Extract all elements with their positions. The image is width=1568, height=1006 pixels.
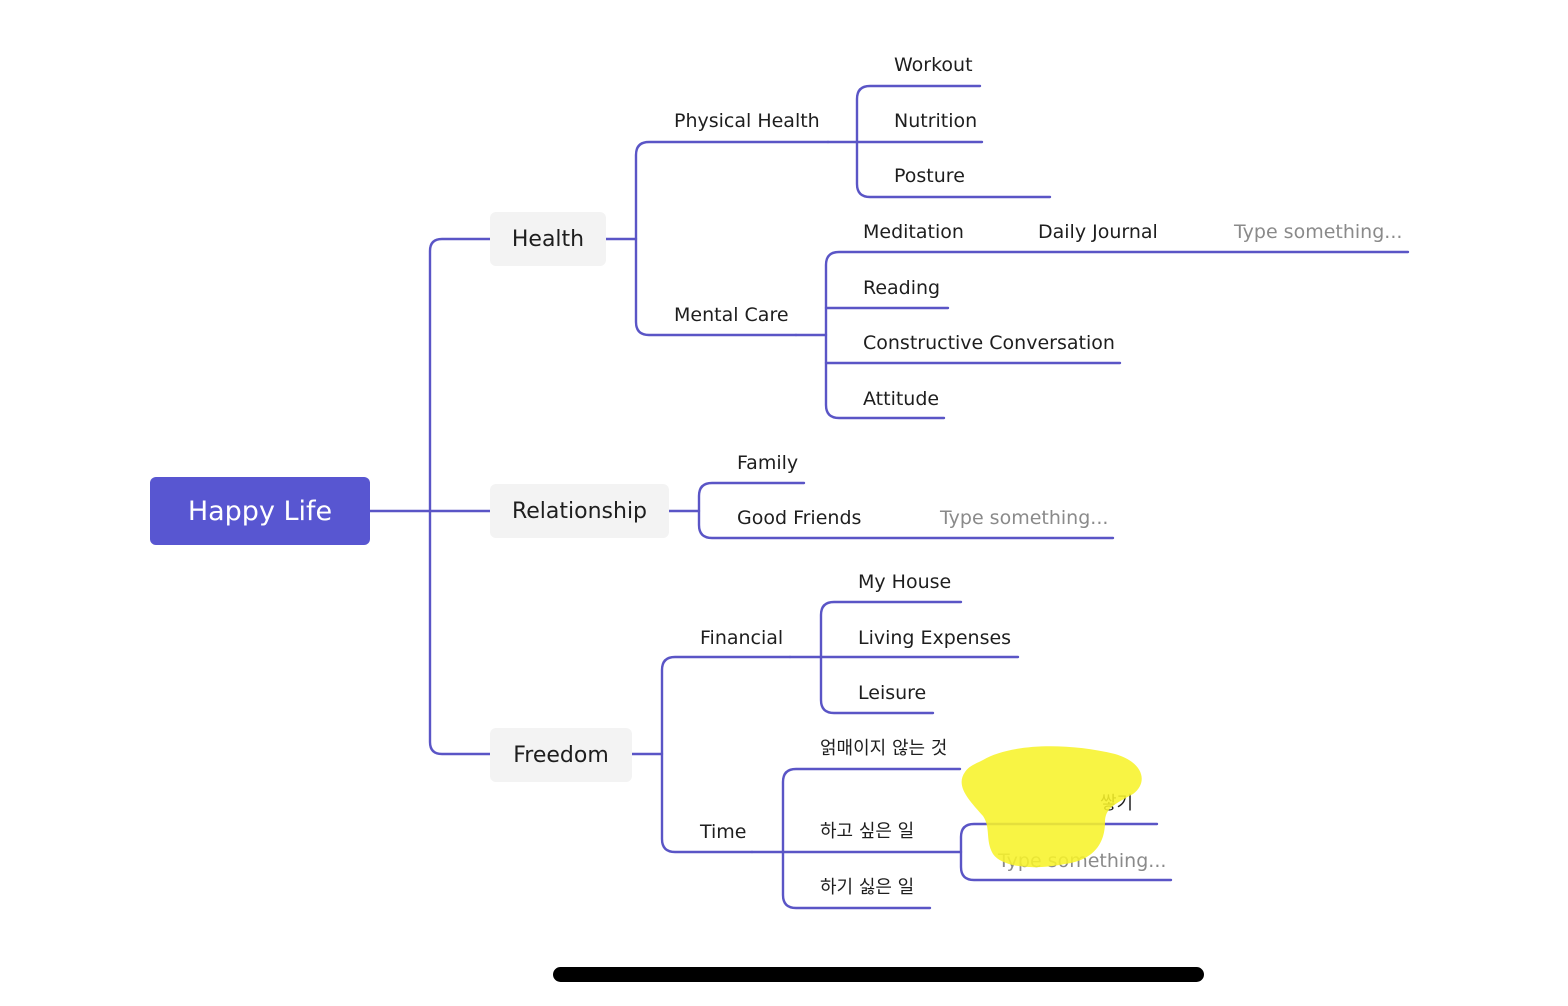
yellow-highlight-mark	[961, 746, 1142, 868]
main-topic-freedom-label: Freedom	[513, 742, 609, 768]
home-indicator	[553, 967, 1204, 982]
main-topic-relationship[interactable]: Relationship	[490, 484, 669, 538]
main-topic-relationship-label: Relationship	[511, 498, 648, 524]
node-reading[interactable]: Reading	[863, 277, 941, 299]
node-workout[interactable]: Workout	[894, 54, 973, 76]
main-topic-health-label: Health	[511, 226, 585, 252]
node-family[interactable]: Family	[737, 452, 799, 474]
node-leisure[interactable]: Leisure	[858, 682, 927, 704]
central-topic-happy-life[interactable]: Happy Life	[150, 477, 370, 545]
node-nutrition[interactable]: Nutrition	[894, 110, 978, 132]
subtopic-mental-care[interactable]: Mental Care	[674, 304, 789, 326]
central-topic-label: Happy Life	[187, 495, 333, 527]
connector-lines	[368, 84, 1410, 910]
main-topic-freedom[interactable]: Freedom	[490, 728, 632, 782]
node-daily-journal[interactable]: Daily Journal	[1038, 221, 1158, 243]
node-placeholder-friends[interactable]: Type something...	[940, 507, 1109, 529]
node-dont-want[interactable]: 하기 싫은 일	[820, 877, 915, 898]
subtopic-financial[interactable]: Financial	[700, 627, 784, 649]
main-topic-health[interactable]: Health	[490, 212, 606, 266]
subtopic-physical-health[interactable]: Physical Health	[674, 110, 820, 132]
node-meditation[interactable]: Meditation	[863, 221, 964, 243]
node-want-to-do[interactable]: 하고 싶은 일	[820, 821, 915, 842]
node-good-friends[interactable]: Good Friends	[737, 507, 862, 529]
node-posture[interactable]: Posture	[894, 165, 965, 187]
node-placeholder-journal[interactable]: Type something...	[1234, 221, 1403, 243]
node-attitude[interactable]: Attitude	[863, 388, 940, 410]
node-constructive-conversation[interactable]: Constructive Conversation	[863, 332, 1115, 354]
subtopic-time[interactable]: Time	[700, 821, 747, 843]
node-not-bound[interactable]: 얽매이지 않는 것	[820, 738, 948, 759]
node-my-house[interactable]: My House	[858, 571, 952, 593]
node-living-expenses[interactable]: Living Expenses	[858, 627, 1012, 649]
